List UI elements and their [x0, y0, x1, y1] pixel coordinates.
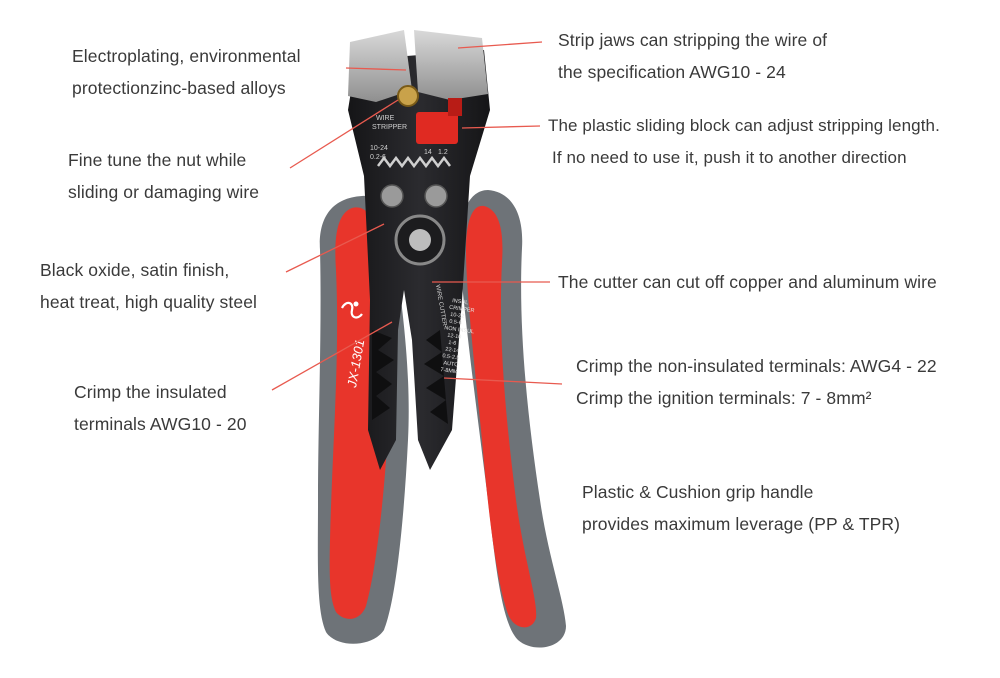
callout-electroplating: Electroplating, environmental protection… — [72, 40, 301, 104]
callout-crimp-insulated-line-2: terminals AWG10 - 20 — [74, 414, 247, 434]
leader-crimp-insulated — [271, 321, 393, 391]
crimper-mark-8: 22-14 — [445, 347, 460, 355]
right-crimp-teeth — [424, 330, 448, 424]
callout-grip-handle-line-2: provides maximum leverage (PP & TPR) — [582, 514, 901, 534]
crimper-marks: INSUL CRIMPER 10-22 0.5-6 NON INSUL 12-1… — [440, 298, 475, 375]
callout-electroplating-line-2: protectionzinc-based alloys — [72, 78, 286, 98]
callout-crimp-insulated-line-1: Crimp the insulated — [74, 382, 227, 402]
sliding-block-tab — [448, 98, 462, 116]
crimper-mark-3: 10-22 — [450, 312, 465, 320]
callout-grip-handle: Plastic & Cushion grip handle provides m… — [582, 476, 900, 540]
crimper-mark-7: 1-6 — [448, 340, 457, 347]
callout-crimp-non-insulated-line-2: Crimp the ignition terminals: 7 - 8mm² — [576, 388, 872, 408]
leader-strip-jaws — [457, 41, 543, 49]
spring — [377, 155, 451, 169]
callout-black-oxide-line-1: Black oxide, satin finish, — [40, 260, 230, 280]
jaw-stamp-line-2: STRIPPER — [372, 124, 407, 131]
brand-logo-icon — [341, 301, 363, 319]
left-jaw — [348, 30, 412, 102]
callout-electroplating-line-1: Electroplating, environmental — [72, 46, 301, 66]
left-crimp-teeth — [372, 330, 394, 420]
callout-fine-tune: Fine tune the nut while sliding or damag… — [68, 144, 259, 208]
gauge-mark-1: 14 — [424, 149, 432, 156]
callout-cutter: The cutter can cut off copper and alumin… — [558, 266, 937, 298]
callout-sliding-block: The plastic sliding block can adjust str… — [548, 110, 940, 174]
crimper-mark-11: 7-8MM — [440, 367, 458, 375]
right-jaw — [414, 30, 488, 100]
callout-grip-handle-line-1: Plastic & Cushion grip handle — [582, 482, 814, 502]
crimper-mark-2: CRIMPER — [449, 305, 475, 314]
callout-sliding-block-line-1: The plastic sliding block can adjust str… — [548, 116, 940, 135]
callout-black-oxide-line-2: heat treat, high quality steel — [40, 292, 258, 312]
right-handle-red — [466, 205, 537, 628]
crimper-mark-1: INSUL — [452, 298, 469, 306]
adjuster-nut — [397, 85, 419, 107]
callout-sliding-block-line-2: If no need to use it, push it to another… — [552, 148, 907, 167]
callout-strip-jaws-line-1: Strip jaws can stripping the wire of — [558, 30, 828, 50]
callout-lines — [271, 41, 563, 391]
rivet-left — [380, 184, 404, 208]
callout-strip-jaws: Strip jaws can stripping the wire of the… — [558, 24, 827, 88]
callout-crimp-non-insulated-line-1: Crimp the non-insulated terminals: AWG4 … — [576, 356, 937, 376]
crimper-mark-10: AUTO — [443, 360, 460, 368]
crimper-mark-9: 0.5-2.5 — [442, 353, 460, 361]
gauge-mark-2: 1.2 — [438, 149, 448, 156]
leader-sliding-block — [461, 125, 541, 129]
pivot-hex — [409, 229, 431, 251]
crimper-mark-5: NON INSUL — [444, 325, 474, 335]
jaw-stamp-line-4: 0.2-6 — [370, 154, 386, 161]
callout-fine-tune-line-2: sliding or damaging wire — [68, 182, 260, 202]
crimper-mark-6: 12-10 — [447, 333, 462, 341]
crimper-mark-4: 0.5-6 — [449, 319, 462, 327]
leader-fine-tune — [289, 99, 399, 169]
callout-fine-tune-line-1: Fine tune the nut while — [68, 150, 247, 170]
callout-strip-jaws-line-2: the specification AWG10 - 24 — [558, 62, 786, 82]
leader-black-oxide — [285, 223, 385, 273]
rivet-right — [424, 184, 448, 208]
callout-black-oxide: Black oxide, satin finish, heat treat, h… — [40, 254, 257, 318]
jaw-stamp-line-3: 10-24 — [370, 145, 388, 152]
callout-crimp-non-insulated: Crimp the non-insulated terminals: AWG4 … — [576, 350, 937, 414]
leader-crimp-non-insulated — [443, 377, 563, 385]
jaw-stamp-line-1: WIRE — [376, 115, 395, 122]
leader-electroplating — [345, 67, 407, 71]
callout-cutter-line-1: The cutter can cut off copper and alumin… — [558, 272, 937, 292]
callout-crimp-insulated: Crimp the insulated terminals AWG10 - 20 — [74, 376, 247, 440]
sliding-block — [416, 112, 458, 144]
